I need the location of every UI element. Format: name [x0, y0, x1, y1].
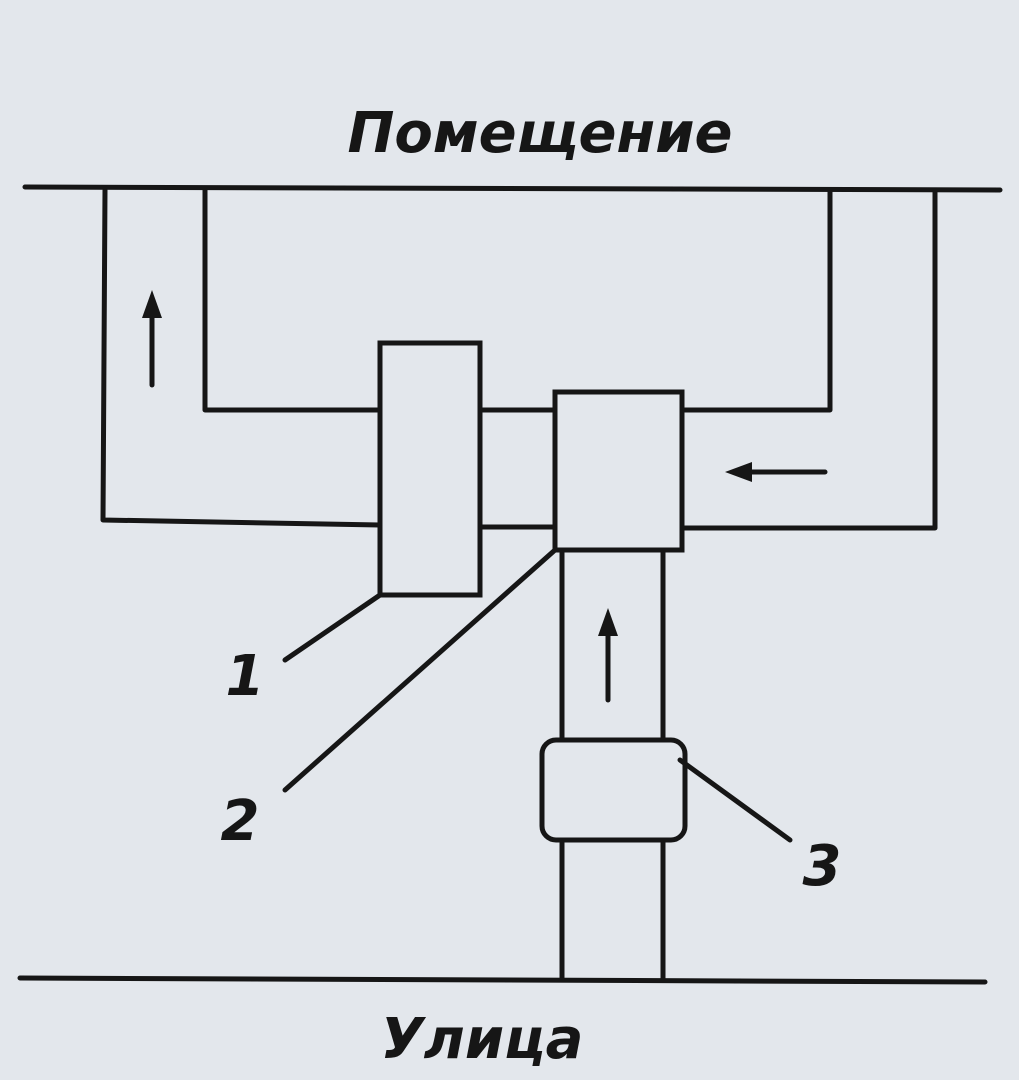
middle-duct	[477, 407, 558, 530]
right-duct	[679, 187, 938, 531]
arrow-up-icon	[598, 608, 618, 703]
label-2: 2	[221, 789, 260, 854]
leader-line-3	[677, 757, 793, 843]
label-1: 1	[226, 644, 265, 709]
wall-top-line	[22, 184, 1003, 193]
room-label: Помещение	[348, 101, 733, 166]
arrow-left-icon	[725, 462, 828, 482]
leader-line-2	[282, 547, 558, 793]
unit-3-box	[539, 737, 688, 843]
label-3: 3	[803, 834, 842, 899]
wall-bottom-line	[17, 975, 988, 985]
unit-1-box	[377, 340, 483, 598]
arrow-up-icon	[142, 290, 162, 388]
left-duct	[100, 187, 383, 528]
street-label: Улица	[381, 1007, 584, 1072]
leader-line-1	[282, 592, 383, 663]
unit-2-box	[552, 389, 685, 553]
